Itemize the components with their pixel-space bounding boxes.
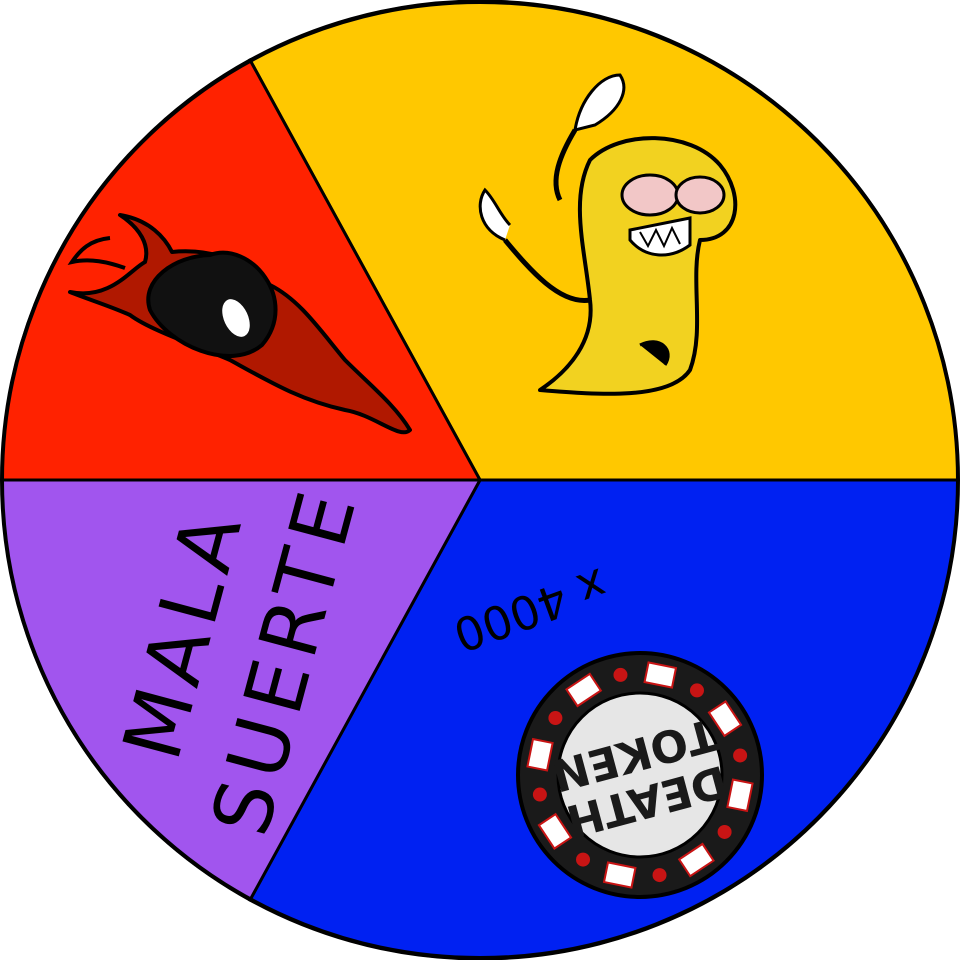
token-notch	[643, 661, 678, 689]
skull-icon	[733, 748, 748, 763]
devil-eye-icon	[67, 213, 412, 435]
token-notch	[726, 778, 754, 813]
token-notch	[537, 812, 573, 850]
token-notch	[602, 861, 637, 889]
token-notch	[677, 842, 715, 878]
skull-icon	[717, 824, 732, 839]
death-token-chip: DEATH TOKEN	[516, 651, 764, 899]
skull-icon	[652, 868, 667, 883]
skull-icon	[613, 667, 628, 682]
token-notch	[526, 737, 554, 772]
laughing-creature-icon	[478, 73, 738, 396]
token-notch	[565, 672, 603, 708]
skull-icon	[689, 683, 704, 698]
skull-icon	[548, 711, 563, 726]
skull-icon	[532, 787, 547, 802]
token-notch	[707, 700, 743, 738]
skull-icon	[576, 852, 591, 867]
